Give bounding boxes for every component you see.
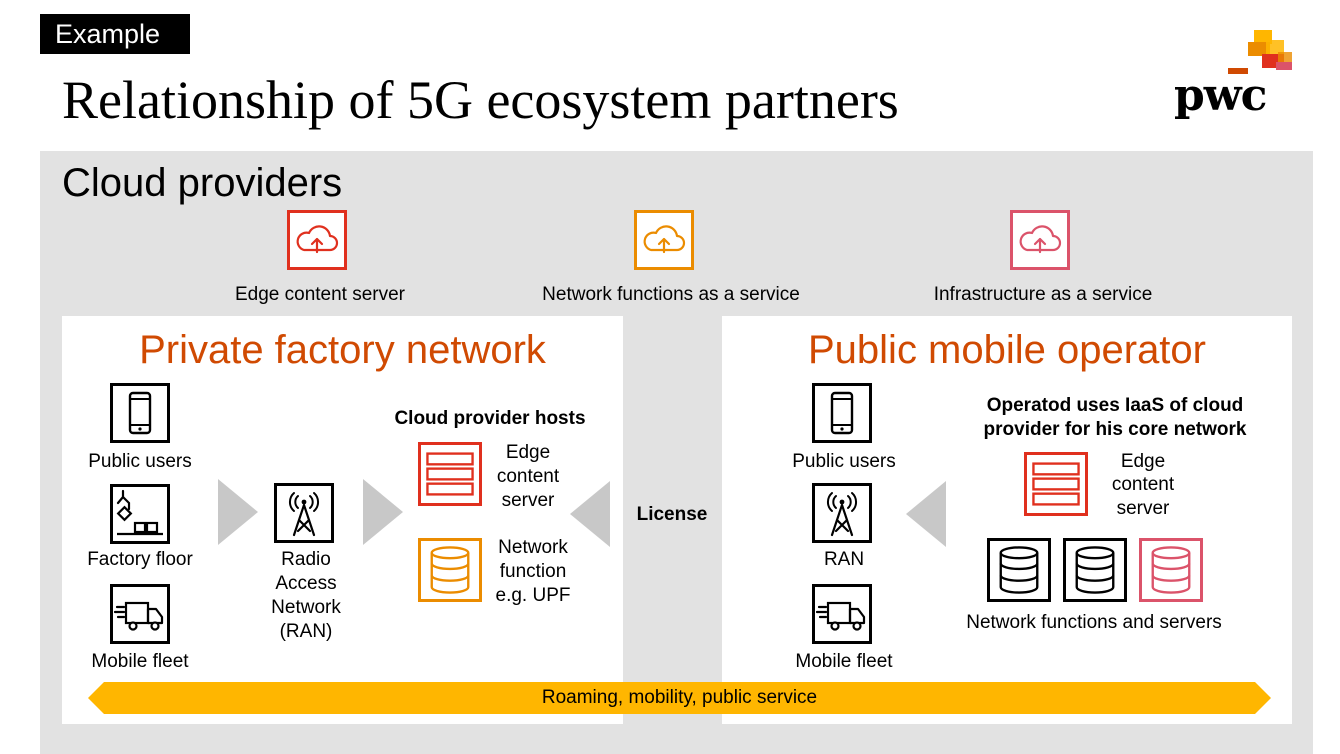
edge-server-cloud-icon <box>287 210 347 270</box>
ran-label-line: (RAN) <box>279 621 333 642</box>
host-label-line: Network <box>498 537 568 558</box>
roaming-double-arrow <box>88 682 1271 714</box>
truck-icon <box>110 584 170 644</box>
database-icon <box>987 538 1051 602</box>
smartphone-icon <box>812 383 872 443</box>
page-title: Relationship of 5G ecosystem partners <box>62 70 899 130</box>
host-label-line: e.g. UPF <box>495 585 571 606</box>
antenna-tower-icon <box>274 483 334 543</box>
public-operator-title: Public mobile operator <box>808 328 1206 372</box>
smartphone-icon <box>110 383 170 443</box>
edge-label-line: Edge <box>1120 451 1166 472</box>
device-label-public-users: Public users <box>792 451 896 472</box>
database-icon <box>1139 538 1203 602</box>
server-rack-icon <box>1024 452 1088 516</box>
pwc-logo-wordmark: pwc <box>1174 70 1267 121</box>
core-network-heading-line: provider for his core network <box>983 419 1247 440</box>
service-label-network-functions: Network functions as a service <box>542 284 800 305</box>
device-label-mobile-fleet: Mobile fleet <box>91 651 189 672</box>
service-label-infrastructure: Infrastructure as a service <box>933 284 1153 305</box>
roaming-label: Roaming, mobility, public service <box>541 687 818 708</box>
robot-arm-icon <box>110 484 170 544</box>
pwc-logo-icon <box>1228 30 1292 74</box>
edge-label-line: content <box>1111 474 1175 495</box>
private-network-title: Private factory network <box>139 328 546 372</box>
antenna-tower-icon <box>812 483 872 543</box>
network-functions-label: Network functions and servers <box>966 612 1222 633</box>
device-label-ran: RAN <box>823 549 865 570</box>
device-label-factory-floor: Factory floor <box>87 549 193 570</box>
host-label-line: content <box>496 466 560 487</box>
ran-label-line: Network <box>271 597 341 618</box>
cloud-provider-hosts-heading: Cloud provider hosts <box>394 408 586 429</box>
cloud-providers-heading: Cloud providers <box>62 161 343 205</box>
network-functions-cloud-icon <box>634 210 694 270</box>
ran-label-line: Access <box>275 573 337 594</box>
arrow-left <box>570 481 610 547</box>
device-label-mobile-fleet: Mobile fleet <box>795 651 893 672</box>
infrastructure-cloud-icon <box>1010 210 1070 270</box>
database-icon <box>1063 538 1127 602</box>
license-label: License <box>636 504 708 525</box>
server-rack-icon <box>418 442 482 506</box>
example-tag: Example <box>40 14 190 54</box>
service-label-edge: Edge content server <box>234 284 406 305</box>
arrow-right <box>218 479 258 545</box>
arrow-left <box>906 481 946 547</box>
database-icon <box>418 538 482 602</box>
host-label-line: server <box>501 490 555 511</box>
core-network-heading-line: Operatod uses IaaS of cloud <box>986 395 1244 416</box>
arrow-right <box>363 479 403 545</box>
device-label-public-users: Public users <box>88 451 192 472</box>
truck-icon <box>812 584 872 644</box>
edge-label-line: server <box>1116 498 1170 519</box>
ran-label-line: Radio <box>281 549 331 570</box>
host-label-line: function <box>499 561 567 582</box>
host-label-line: Edge <box>505 442 551 463</box>
